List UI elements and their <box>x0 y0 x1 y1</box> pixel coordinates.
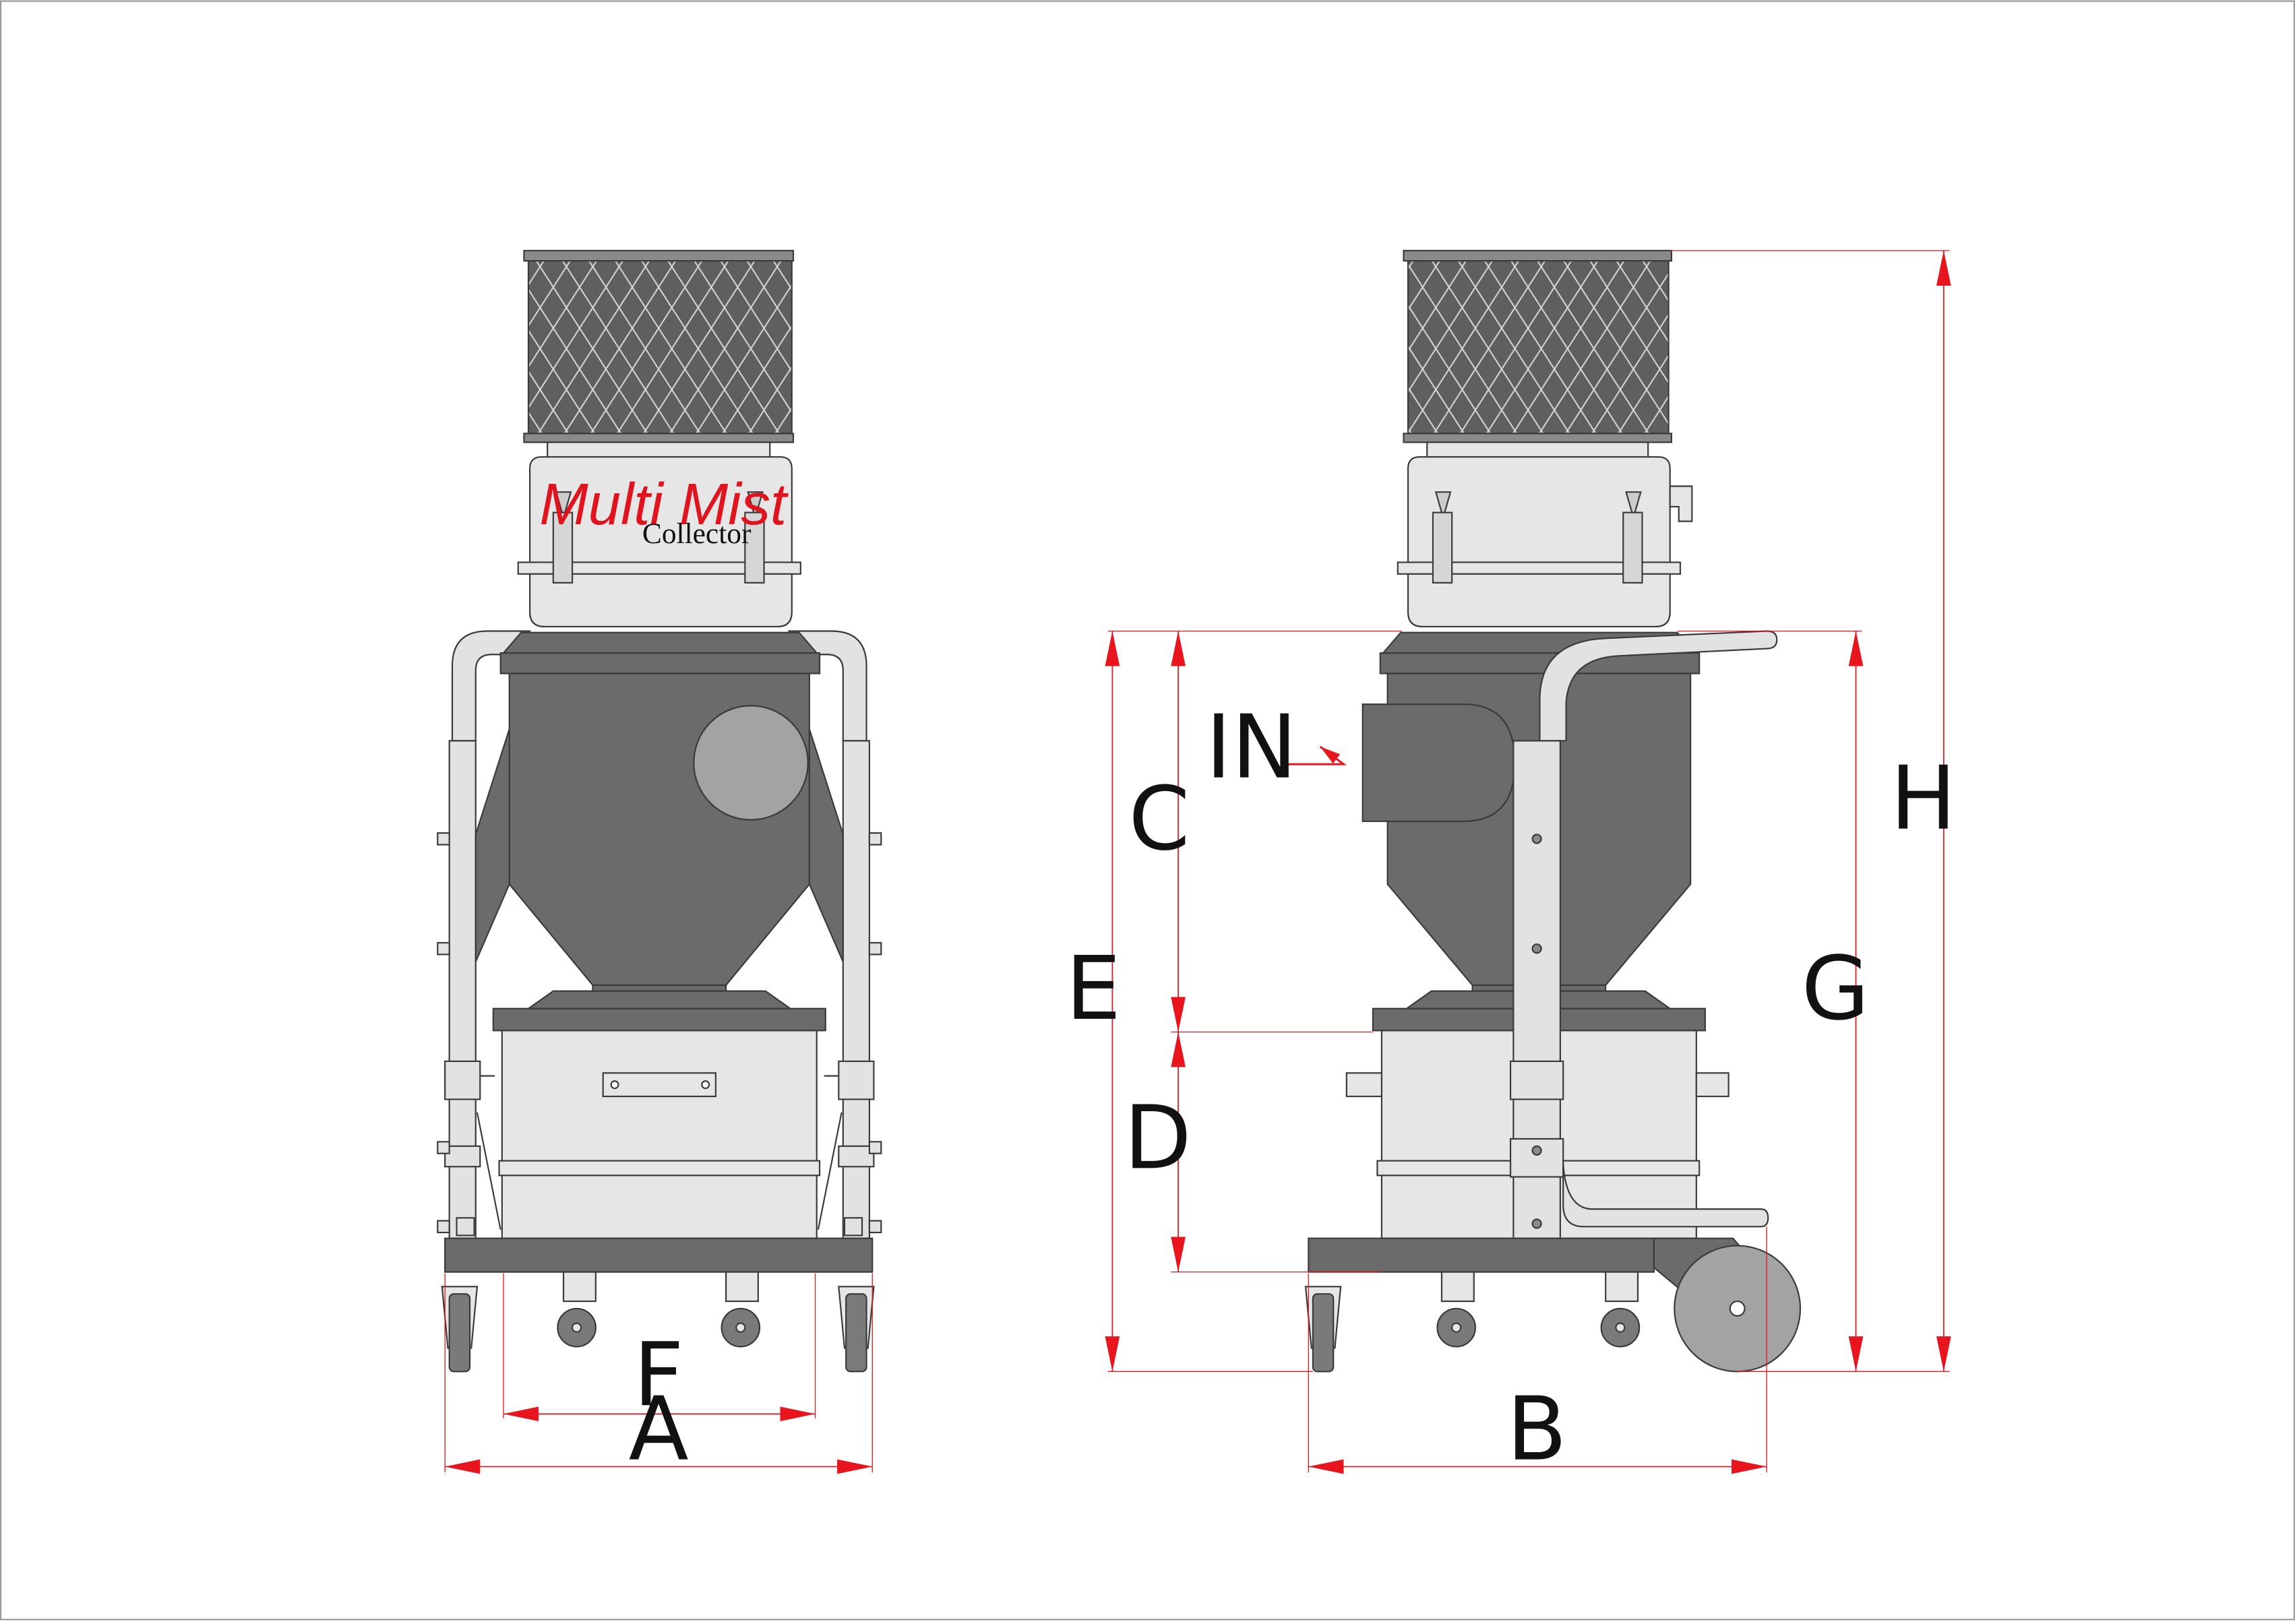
dimension-arrows <box>445 250 1951 1474</box>
front-collection-bin <box>498 1030 821 1239</box>
dimension-lines <box>444 250 1950 1473</box>
side-handle-holes <box>1531 834 1542 1229</box>
brand-subtitle: Collector <box>642 518 752 550</box>
side-filter-mesh <box>1403 249 1673 458</box>
front-view: Multi Mist Collector <box>437 249 882 1373</box>
inlet-arrow <box>1281 745 1347 766</box>
side-casters <box>1304 1245 1802 1373</box>
front-inlet-port <box>693 705 809 821</box>
dim-label-a: A <box>629 1378 689 1480</box>
side-cyclone-body <box>1361 631 1706 1032</box>
front-cyclone-body <box>475 631 844 1032</box>
dimension-labels: A F B C D E G H IN <box>629 696 1957 1480</box>
front-frame <box>437 630 882 1239</box>
side-base-plate <box>1308 1237 1655 1273</box>
front-base-plate <box>444 1237 874 1273</box>
side-head-housing <box>1397 456 1693 628</box>
brand-title: Multi Mist <box>539 472 789 537</box>
inlet-label: IN <box>1206 696 1297 799</box>
dim-label-e: E <box>1066 937 1121 1040</box>
dim-label-g: G <box>1802 937 1870 1040</box>
dim-label-c: C <box>1128 768 1190 870</box>
front-filter-mesh <box>523 249 795 458</box>
side-handle <box>1509 630 1778 1239</box>
side-view <box>1304 249 1802 1373</box>
front-head-housing <box>517 456 801 628</box>
dim-label-f: F <box>634 1323 684 1426</box>
dim-label-d: D <box>1124 1086 1192 1189</box>
dim-label-b: B <box>1506 1378 1566 1480</box>
front-casters <box>441 1271 875 1373</box>
dim-label-h: H <box>1890 747 1956 850</box>
